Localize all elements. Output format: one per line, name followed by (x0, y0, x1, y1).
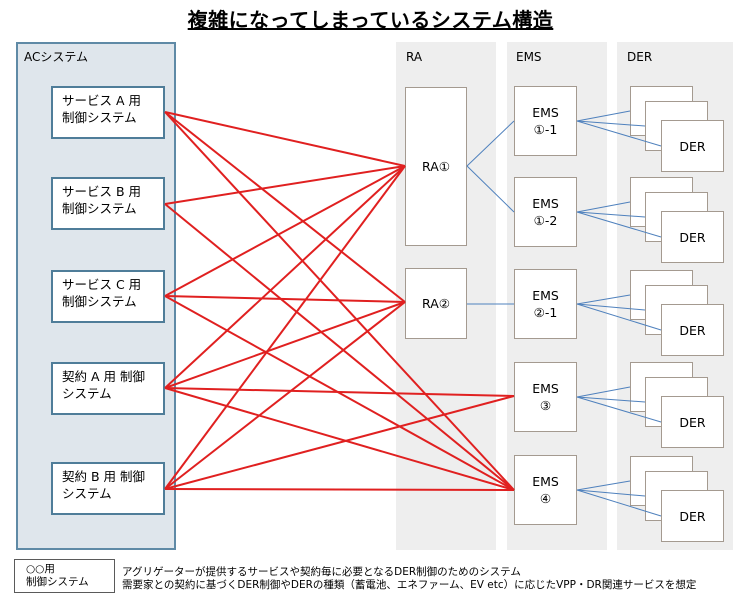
der-label: DER (661, 211, 724, 263)
der-label: DER (661, 120, 724, 172)
connection-ems-der (576, 211, 662, 238)
ems-4-node: EMS ④ (514, 455, 577, 525)
connection-service-c-ra1 (164, 165, 406, 297)
ems-1-2-node: EMS ①-2 (514, 177, 577, 247)
ra-2-node: RA② (405, 268, 467, 339)
connection-contract-b-ems4 (164, 488, 515, 491)
connection-ems-der (576, 294, 631, 305)
der-label: DER (661, 396, 724, 448)
connection-ems-der (576, 120, 646, 127)
connection-ems-der (576, 303, 662, 331)
der-label: DER (661, 490, 724, 542)
connection-ems-der (576, 480, 631, 491)
connection-ems-der (576, 386, 631, 398)
legend-line-2: 需要家との契約に基づくDER制御やDERの種類（蓄電池、エネファーム、EV et… (122, 579, 697, 591)
der-label: DER (661, 304, 724, 356)
connection-service-a-ra2 (164, 111, 406, 303)
connection-ems-der (576, 201, 631, 213)
connection-ems-der (576, 489, 662, 517)
ac-contract-b-box: 契約 B 用 制御 システム (51, 462, 165, 515)
ac-contract-a-box: 契約 A 用 制御 システム (51, 362, 165, 415)
connection-service-c-ra2 (164, 295, 406, 303)
connection-ra1-ems1-1 (466, 120, 515, 167)
connection-ra1-ems1-2 (466, 165, 515, 213)
ems-2-1-node: EMS ②-1 (514, 269, 577, 339)
ems-column-label: EMS (516, 50, 542, 64)
connection-service-b-ra1 (164, 165, 406, 205)
ac-service-b-box: サービス B 用 制御システム (51, 177, 165, 230)
connection-service-b-ems4 (164, 203, 515, 491)
red-connections (164, 111, 515, 491)
ems-3-node: EMS ③ (514, 362, 577, 432)
connection-ems-der (576, 396, 646, 403)
connection-contract-a-ems4 (164, 387, 515, 491)
blue-connections (466, 110, 662, 517)
legend-text: アグリゲーターが提供するサービスや契約毎に必要となるDER制御のためのシステム … (122, 566, 696, 592)
connection-ems-der (576, 120, 662, 147)
connection-contract-b-ra2 (164, 301, 406, 490)
connection-ems-der (576, 396, 662, 423)
page-title: 複雑になってしまっているシステム構造 (187, 8, 554, 32)
ac-service-c-box: サービス C 用 制御システム (51, 270, 165, 323)
connection-contract-b-ra1 (164, 165, 406, 490)
connection-ems-der (576, 489, 646, 497)
ra-column-label: RA (406, 50, 423, 64)
connection-contract-a-ra1 (164, 165, 406, 389)
ems-1-1-node: EMS ①-1 (514, 86, 577, 156)
connection-service-a-ra1 (164, 111, 406, 167)
connection-contract-a-ra2 (164, 301, 406, 389)
connection-ems-der (576, 211, 646, 218)
ac-service-a-box: サービス A 用 制御システム (51, 86, 165, 139)
legend-box: ○○用 制御システム (14, 559, 115, 593)
connection-ems-der (576, 303, 646, 311)
ra-1-node: RA① (405, 87, 467, 246)
ac-system-label: ACシステム (24, 50, 89, 64)
connection-ems-der (576, 110, 631, 122)
der-column-label: DER (627, 50, 653, 64)
connection-contract-a-ems3 (164, 387, 515, 397)
legend-line-1: アグリゲーターが提供するサービスや契約毎に必要となるDER制御のためのシステム (122, 566, 521, 578)
connection-contract-b-ems3 (164, 395, 515, 490)
